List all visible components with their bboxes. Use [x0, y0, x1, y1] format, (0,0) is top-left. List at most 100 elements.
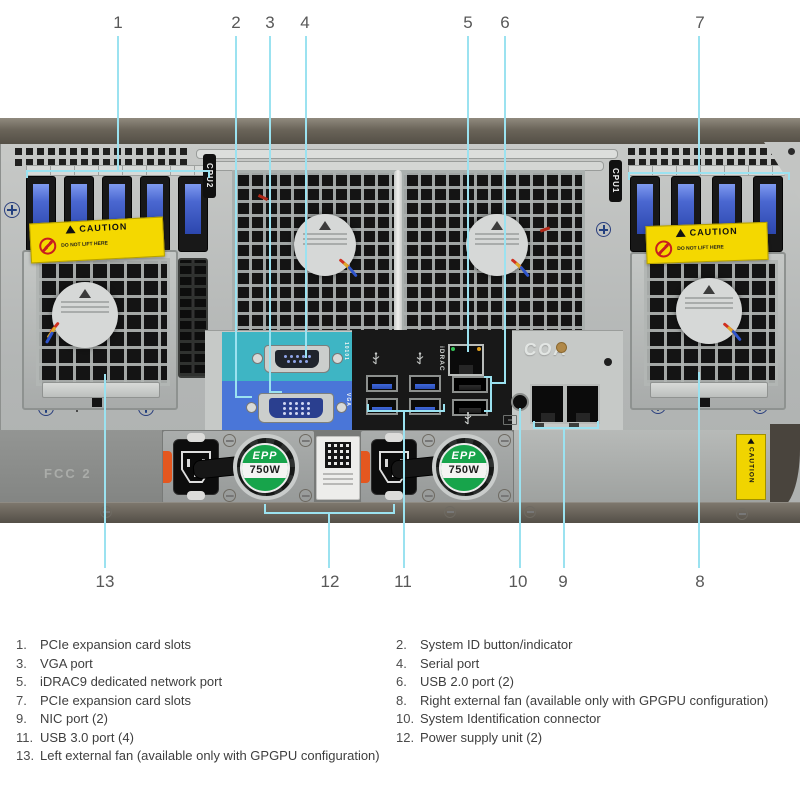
- service-tag-label: [316, 436, 360, 500]
- fan-tab: [92, 398, 102, 407]
- callout-7: 7: [695, 13, 705, 32]
- delta-logo: [319, 221, 331, 230]
- activity-led: [477, 347, 481, 351]
- callout-8: 8: [695, 572, 705, 591]
- bracket-usb2: [484, 376, 492, 412]
- leader-line-6h: [490, 382, 506, 384]
- callout-10: 10: [508, 572, 528, 591]
- leader-line-10: [519, 408, 521, 568]
- chassis-screw: [4, 202, 20, 218]
- callout-2: 2: [231, 13, 241, 32]
- delta-logo: [703, 285, 715, 294]
- idrac-port: [448, 344, 484, 376]
- leader-line-5: [467, 36, 469, 352]
- caution-title: CAUTION: [747, 447, 755, 484]
- leader-line-8: [698, 372, 700, 568]
- bracket-pcie-right: [628, 172, 790, 180]
- legend-item-2: 2.System ID button/indicator: [396, 637, 573, 652]
- riser-connector: [178, 258, 208, 378]
- usb3-port: [409, 375, 441, 392]
- warning-triangle-icon: [747, 438, 755, 444]
- leader-line-7: [698, 36, 700, 172]
- legend-column-left: 1.PCIe expansion card slots 3.VGA port 5…: [16, 637, 392, 768]
- callout-11: 11: [394, 572, 412, 591]
- serial-panel: 10101: [222, 332, 352, 381]
- leader-line-12: [328, 512, 330, 568]
- epp-label: EPP: [451, 450, 477, 462]
- legend-item-9: 9.NIC port (2): [16, 711, 108, 726]
- base-screw: [524, 506, 536, 518]
- link-led: [451, 347, 455, 351]
- right-external-fan-hub: [676, 278, 742, 344]
- psu-rating-badge: EPP 750W: [439, 443, 489, 493]
- fan-base-plate: [650, 382, 768, 398]
- bracket-pcie-left: [26, 170, 210, 178]
- usb2-ports: [452, 376, 488, 416]
- psu-1: EPP 750W: [163, 431, 314, 503]
- callout-3: 3: [265, 13, 275, 32]
- legend-column-right: 2.System ID button/indicator 4.Serial po…: [396, 637, 798, 749]
- vga-panel: VGA: [222, 381, 352, 430]
- usb-ss-icon: [372, 352, 380, 365]
- caution-text: DO NOT LIFT HERE: [677, 243, 724, 252]
- usb3-ports: [366, 375, 444, 415]
- nic-led-icon: [534, 423, 544, 427]
- psu-fan: EPP 750W: [221, 432, 313, 502]
- vent-cluster-left: [15, 148, 187, 166]
- legend-item-8: 8.Right external fan (available only wit…: [396, 692, 769, 708]
- legend-item-12: 12.Power supply unit (2): [396, 729, 543, 745]
- usb-icon: [464, 412, 472, 425]
- internal-fan-hub-left: [294, 214, 358, 278]
- left-external-fan-hub: [44, 282, 118, 348]
- cable-clip: [385, 433, 403, 442]
- leader-line-1: [117, 36, 119, 170]
- psu-left-blank: FCC 2: [0, 430, 162, 504]
- delta-logo: [491, 221, 503, 230]
- caution-title: CAUTION: [689, 225, 738, 238]
- usb3-port: [409, 398, 441, 415]
- legend-item-6: 6.USB 2.0 port (2): [396, 674, 514, 689]
- legend-item-3: 3.VGA port: [16, 655, 93, 671]
- psu-right-blank: [514, 430, 772, 504]
- delta-logo: [79, 289, 91, 298]
- psu-release-tab: [163, 451, 172, 483]
- qr-code: [325, 442, 351, 468]
- pcie-slot: [753, 176, 783, 252]
- leader-line-2: [235, 36, 237, 398]
- base-screw: [444, 506, 456, 518]
- chassis-base: [0, 502, 800, 523]
- grille-divider: [394, 170, 402, 340]
- usb3-port: [366, 375, 398, 392]
- leader-line-4: [305, 36, 307, 358]
- cable-clip: [187, 491, 205, 500]
- callout-9: 9: [558, 572, 568, 591]
- callout-5: 5: [463, 13, 473, 32]
- vent-cluster-right: [628, 148, 788, 166]
- fan-base-plate: [42, 382, 160, 398]
- inlet-pin: [385, 459, 388, 467]
- top-bezel: [0, 118, 800, 147]
- idrac-label: iDRAC: [438, 346, 445, 372]
- base-screw: [736, 508, 748, 520]
- wattage-label: 750W: [441, 463, 487, 478]
- jack-screw: [336, 402, 347, 413]
- psu-fan: EPP 750W: [420, 432, 512, 502]
- leader-line-6: [504, 36, 506, 384]
- nic-led-icon: [569, 423, 579, 427]
- callout-4: 4: [300, 13, 310, 32]
- psu-caution-label: CAUTION: [736, 434, 766, 500]
- jack-screw: [246, 402, 257, 413]
- bracket-usb3: [367, 404, 445, 412]
- caution-sticker-right: CAUTION DO NOT LIFT HERE: [645, 221, 769, 265]
- pcie-slot: [178, 176, 208, 252]
- legend-item-5: 5.iDRAC9 dedicated network port: [16, 674, 223, 689]
- leader-line-2h: [235, 396, 252, 398]
- usb2-port: [452, 376, 488, 393]
- caution-text: DO NOT LIFT HERE: [61, 239, 108, 249]
- bracket-nic: [533, 421, 599, 429]
- psu-release-tab: [361, 451, 370, 483]
- legend-item-7: 7.PCIe expansion card slots: [16, 692, 192, 708]
- leader-line-9: [563, 427, 565, 568]
- base-screw: [100, 506, 112, 518]
